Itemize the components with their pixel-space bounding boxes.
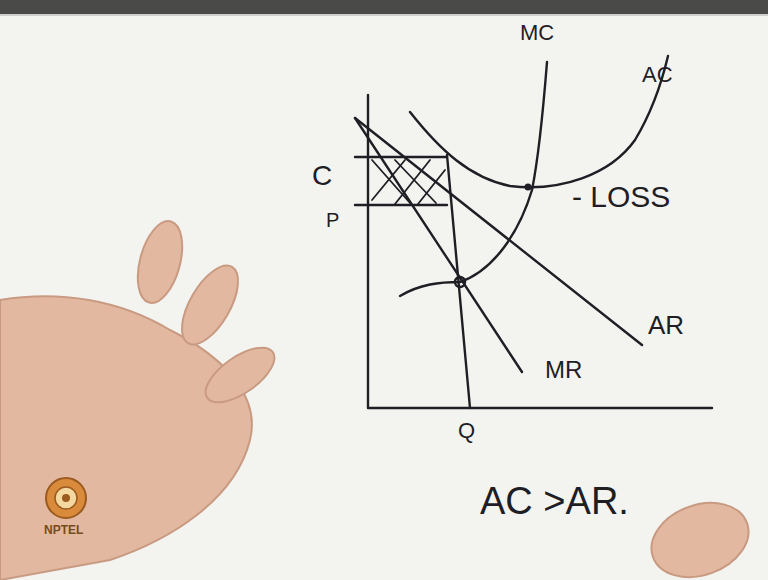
ar-line — [355, 118, 642, 345]
mc-ac-point — [525, 184, 532, 191]
cost-price-lines — [355, 155, 470, 408]
loss-hatching — [372, 160, 445, 204]
condition-note: AC >AR. — [480, 482, 629, 520]
axis-label: Q — [458, 420, 475, 442]
logo-text: NPTEL — [44, 524, 83, 536]
mc-curve — [400, 62, 547, 296]
axis-label: P — [326, 210, 339, 230]
loss-note: - LOSS — [572, 182, 670, 212]
top-strip — [0, 0, 768, 14]
paper-sheet — [0, 16, 768, 580]
curve-label: MR — [545, 358, 582, 382]
curve-label: AC — [642, 64, 673, 86]
axis-label: C — [312, 162, 332, 190]
mc-mr-point — [455, 277, 465, 287]
curve-label: AR — [648, 312, 684, 338]
nptel-logo — [46, 478, 86, 518]
curves — [355, 56, 712, 408]
curve-label: MC — [520, 22, 554, 44]
hand — [0, 216, 759, 580]
